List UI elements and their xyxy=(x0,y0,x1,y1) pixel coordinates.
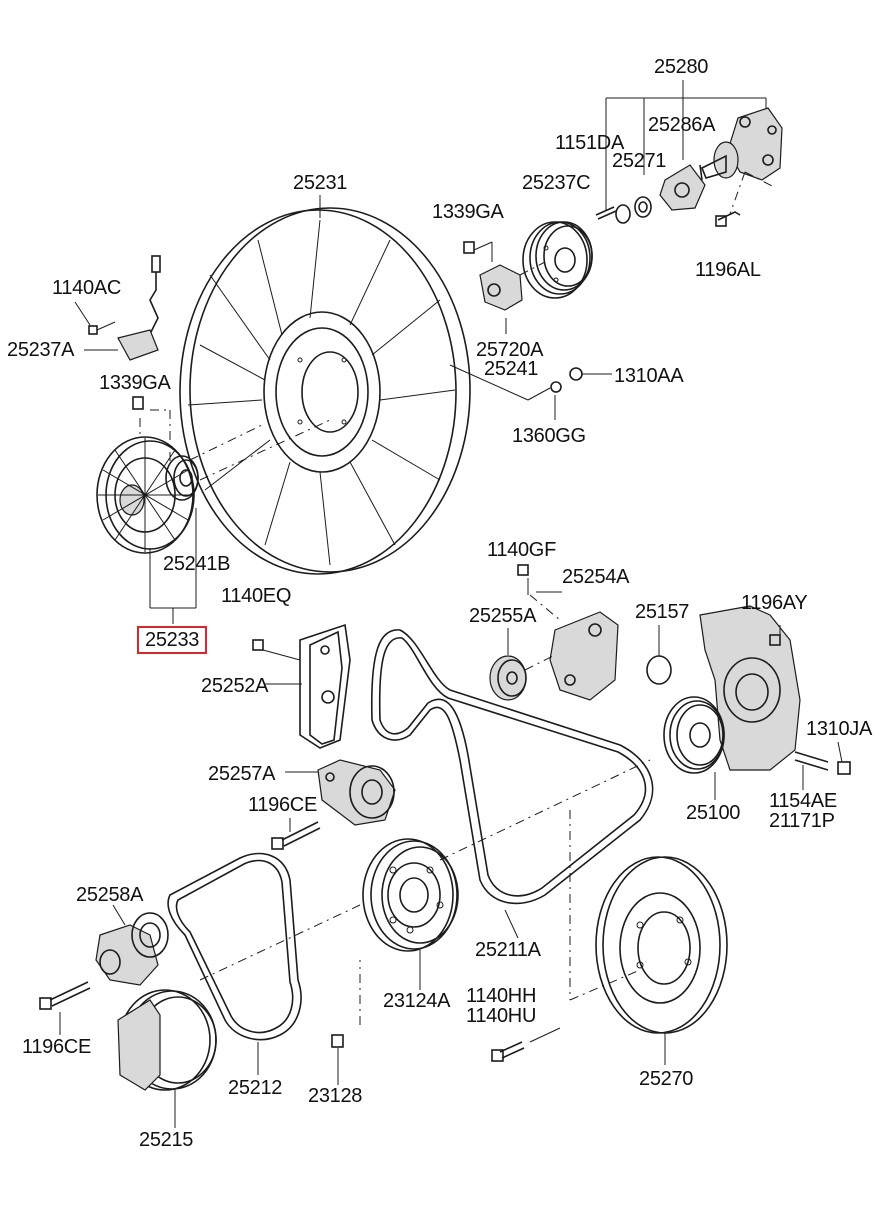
label-21171P: 21171P xyxy=(769,810,835,832)
tensioner-25254A xyxy=(517,564,619,701)
label-1151DA: 1151DA xyxy=(555,132,624,154)
label-25254A: 25254A xyxy=(562,566,630,588)
label-1140HU: 1140HU xyxy=(466,1005,537,1027)
leader-25241 xyxy=(449,364,612,420)
label-25212: 25212 xyxy=(228,1077,283,1099)
label-1196CE-low: 1196CE xyxy=(22,1036,91,1058)
damper-25270 xyxy=(595,856,728,1065)
label-25233-highlighted[interactable]: 25233 xyxy=(137,626,208,654)
label-25100: 25100 xyxy=(686,802,741,824)
label-1196AY: 1196AY xyxy=(741,592,808,614)
fan-25231 xyxy=(179,195,471,575)
belt-25212 xyxy=(167,852,361,1075)
idler-25255A xyxy=(489,628,556,701)
label-25280: 25280 xyxy=(654,56,709,78)
label-25237A: 25237A xyxy=(7,339,75,361)
label-23124A: 23124A xyxy=(383,990,451,1012)
label-1310JA: 1310JA xyxy=(806,718,873,740)
label-1140HH: 1140HH xyxy=(466,985,537,1007)
tensioner-25257A xyxy=(271,759,396,850)
label-25211A: 25211A xyxy=(475,939,541,961)
bracket-25720A xyxy=(463,241,546,334)
label-23128: 23128 xyxy=(308,1085,363,1107)
water-pump-25100 xyxy=(646,605,851,800)
label-25271: 25271 xyxy=(612,150,667,172)
label-1339GA-top: 1339GA xyxy=(432,201,504,223)
label-25286A: 25286A xyxy=(648,114,716,136)
label-25257A: 25257A xyxy=(208,763,276,785)
label-25252A: 25252A xyxy=(201,675,269,697)
tensioner-25258A xyxy=(39,904,169,1035)
label-1310AA: 1310AA xyxy=(614,365,684,387)
label-1140AC: 1140AC xyxy=(52,277,121,299)
crank-pulley-23124A xyxy=(331,838,561,1085)
pulley-25215 xyxy=(117,989,217,1128)
label-25255A: 25255A xyxy=(469,605,537,627)
label-25215: 25215 xyxy=(139,1129,194,1151)
label-25720A: 25720A xyxy=(476,339,544,361)
label-1154AE: 1154AE xyxy=(769,790,837,812)
label-1140EQ: 1140EQ xyxy=(221,585,292,607)
label-25237C: 25237C xyxy=(522,172,591,194)
label-25231: 25231 xyxy=(293,172,348,194)
bracket-25280 xyxy=(595,107,783,227)
bracket-25237A xyxy=(74,255,161,361)
belt-25211A xyxy=(370,629,654,1001)
label-1140GF: 1140GF xyxy=(487,539,556,561)
label-1196CE-mid: 1196CE xyxy=(248,794,317,816)
label-1196AL: 1196AL xyxy=(695,259,761,281)
label-25157: 25157 xyxy=(635,601,690,623)
label-1339GA-left: 1339GA xyxy=(99,372,171,394)
label-25241: 25241 xyxy=(484,358,539,380)
bracket-25252A xyxy=(252,623,351,749)
fan-clutch-assembly xyxy=(96,396,331,624)
label-25241B: 25241B xyxy=(163,553,231,575)
label-1360GG: 1360GG xyxy=(512,425,586,447)
pulley-25237C xyxy=(522,221,593,299)
label-25258A: 25258A xyxy=(76,884,144,906)
label-25270: 25270 xyxy=(639,1068,694,1090)
leader-25280 xyxy=(605,80,767,210)
